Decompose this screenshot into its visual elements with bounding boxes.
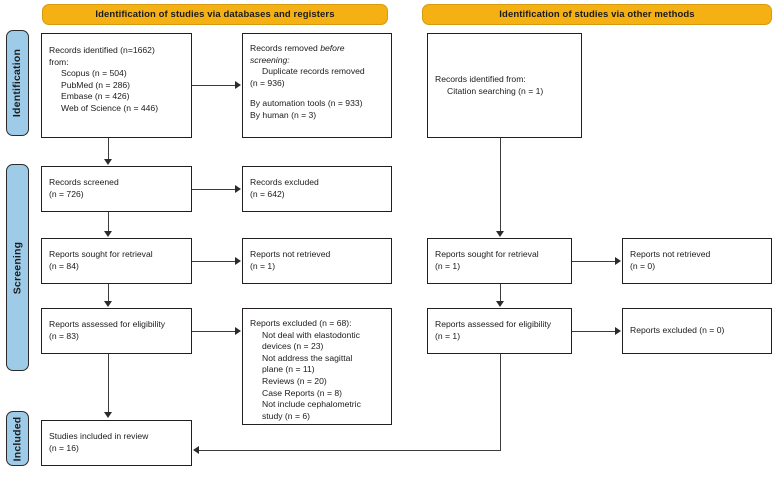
reports-excluded-detail-line-6: Reviews (n = 20) xyxy=(262,375,327,386)
records-identified-line-3: Scopus (n = 504) xyxy=(61,68,127,79)
records-removed-line-2: screening: xyxy=(250,54,290,65)
other-reports-not-retrieved-line-1: Reports not retrieved xyxy=(630,249,711,260)
stage-label-identification: Identification xyxy=(6,30,29,136)
reports-not-retrieved-line-1: Reports not retrieved xyxy=(250,249,331,260)
box-other-identified: Records identified from: Citation search… xyxy=(427,33,582,138)
arrowhead-other-assessed-to-excluded xyxy=(615,327,621,335)
banner-other-methods-label: Identification of studies via other meth… xyxy=(499,9,695,20)
banner-other-methods: Identification of studies via other meth… xyxy=(422,4,772,25)
box-reports-excluded-detail: Reports excluded (n = 68): Not deal with… xyxy=(242,308,392,425)
records-removed-line-1a: Records removed xyxy=(250,43,321,53)
other-reports-not-retrieved-line-2: (n = 0) xyxy=(630,261,656,271)
box-records-screened: Records screened (n = 726) xyxy=(41,166,192,212)
reports-excluded-detail-line-5: plane (n = 11) xyxy=(262,364,315,375)
connector-other-sought-to-not-retrieved xyxy=(572,261,616,263)
reports-sought-line-1: Reports sought for retrieval xyxy=(49,249,153,260)
reports-sought-line-2: (n = 84) xyxy=(49,261,79,271)
box-records-removed: Records removed before screening: Duplic… xyxy=(242,33,392,138)
records-identified-line-4: PubMed (n = 286) xyxy=(61,79,131,90)
reports-assessed-line-2: (n = 83) xyxy=(49,331,79,341)
records-screened-line-2: (n = 726) xyxy=(49,189,84,199)
records-removed-before-italic: before xyxy=(320,43,345,53)
arrowhead-sought-to-assessed xyxy=(104,301,112,307)
connector-assessed-to-included xyxy=(108,354,110,412)
reports-assessed-line-1: Reports assessed for eligibility xyxy=(49,319,166,330)
box-other-reports-not-retrieved: Reports not retrieved (n = 0) xyxy=(622,238,772,284)
connector-screened-to-excluded xyxy=(192,189,236,191)
stage-label-included: Included xyxy=(6,411,29,466)
connector-identified-to-screened xyxy=(108,138,110,160)
box-records-identified: Records identified (n=1662) from: Scopus… xyxy=(41,33,192,138)
stage-label-identification-text: Identification xyxy=(11,48,24,118)
connector-identified-to-removed xyxy=(192,85,236,87)
arrowhead-identified-to-removed xyxy=(235,81,241,89)
arrowhead-assessed-to-included xyxy=(104,412,112,418)
banner-databases-label: Identification of studies via databases … xyxy=(95,9,335,20)
connector-other-sought-to-assessed xyxy=(500,284,502,302)
arrowhead-other-identified-to-sought xyxy=(496,231,504,237)
box-reports-not-retrieved: Reports not retrieved (n = 1) xyxy=(242,238,392,284)
studies-included-line-2: (n = 16) xyxy=(49,443,79,453)
records-identified-line-1: Records identified (n=1662) xyxy=(49,45,155,55)
reports-excluded-detail-line-4: Not address the sagittal xyxy=(262,352,353,363)
other-reports-sought-line-1: Reports sought for retrieval xyxy=(435,249,539,260)
connector-assessed-to-excluded-detail xyxy=(192,331,236,333)
other-reports-assessed-line-1: Reports assessed for eligibility xyxy=(435,319,552,330)
stage-label-screening-text: Screening xyxy=(11,241,24,294)
records-screened-line-1: Records screened xyxy=(49,177,119,188)
box-reports-sought: Reports sought for retrieval (n = 84) xyxy=(41,238,192,284)
records-removed-line-6: By human (n = 3) xyxy=(250,109,317,120)
connector-other-identified-to-sought xyxy=(500,138,502,231)
records-identified-line-5: Embase (n = 426) xyxy=(61,91,130,102)
box-studies-included: Studies included in review (n = 16) xyxy=(41,420,192,466)
records-removed-spacer xyxy=(250,89,384,98)
stage-label-screening: Screening xyxy=(6,164,29,371)
connector-sought-to-assessed xyxy=(108,284,110,302)
records-identified-line-6: Web of Science (n = 446) xyxy=(61,102,159,113)
banner-databases-and-registers: Identification of studies via databases … xyxy=(42,4,388,25)
arrowhead-other-sought-to-assessed xyxy=(496,301,504,307)
reports-excluded-detail-line-7: Case Reports (n = 8) xyxy=(262,387,343,398)
arrowhead-screened-to-excluded xyxy=(235,185,241,193)
records-removed-line-1: Records removed before xyxy=(250,43,384,55)
arrowhead-assessed-to-excluded-detail xyxy=(235,327,241,335)
records-identified-line-2: from: xyxy=(49,56,69,67)
reports-not-retrieved-line-2: (n = 1) xyxy=(250,261,276,271)
box-reports-assessed: Reports assessed for eligibility (n = 83… xyxy=(41,308,192,354)
reports-excluded-detail-line-3: devices (n = 23) xyxy=(262,341,324,352)
stage-label-included-text: Included xyxy=(11,416,24,461)
other-identified-line-1: Records identified from: xyxy=(435,73,526,84)
other-identified-line-2: Citation searching (n = 1) xyxy=(447,85,544,96)
box-records-excluded: Records excluded (n = 642) xyxy=(242,166,392,212)
other-reports-sought-line-2: (n = 1) xyxy=(435,261,461,271)
records-removed-line-3: Duplicate records removed xyxy=(262,66,365,77)
box-other-reports-excluded: Reports excluded (n = 0) xyxy=(622,308,772,354)
arrowhead-other-sought-to-not-retrieved xyxy=(615,257,621,265)
reports-excluded-detail-line-9: study (n = 6) xyxy=(262,410,311,421)
arrowhead-other-assessed-to-included xyxy=(193,446,199,454)
records-removed-line-5: By automation tools (n = 933) xyxy=(250,98,363,109)
connector-screened-to-sought xyxy=(108,212,110,232)
connector-other-assessed-to-included-horizontal xyxy=(199,450,501,452)
connector-sought-to-not-retrieved xyxy=(192,261,236,263)
box-other-reports-sought: Reports sought for retrieval (n = 1) xyxy=(427,238,572,284)
reports-excluded-detail-line-2: Not deal with elastodontic xyxy=(262,329,360,340)
connector-other-assessed-to-excluded xyxy=(572,331,616,333)
connector-other-assessed-to-included-vertical xyxy=(500,354,502,451)
reports-excluded-detail-line-8: Not include cephalometric xyxy=(262,399,361,410)
reports-excluded-detail-line-1: Reports excluded (n = 68): xyxy=(250,318,352,328)
box-other-reports-assessed: Reports assessed for eligibility (n = 1) xyxy=(427,308,572,354)
records-excluded-line-2: (n = 642) xyxy=(250,189,285,199)
records-excluded-line-1: Records excluded xyxy=(250,177,319,188)
arrowhead-screened-to-sought xyxy=(104,231,112,237)
arrowhead-sought-to-not-retrieved xyxy=(235,257,241,265)
other-reports-excluded-line-1: Reports excluded (n = 0) xyxy=(630,325,725,336)
studies-included-line-1: Studies included in review xyxy=(49,431,149,442)
arrowhead-identified-to-screened xyxy=(104,159,112,165)
records-removed-line-4: (n = 936) xyxy=(250,77,285,88)
other-reports-assessed-line-2: (n = 1) xyxy=(435,331,461,341)
